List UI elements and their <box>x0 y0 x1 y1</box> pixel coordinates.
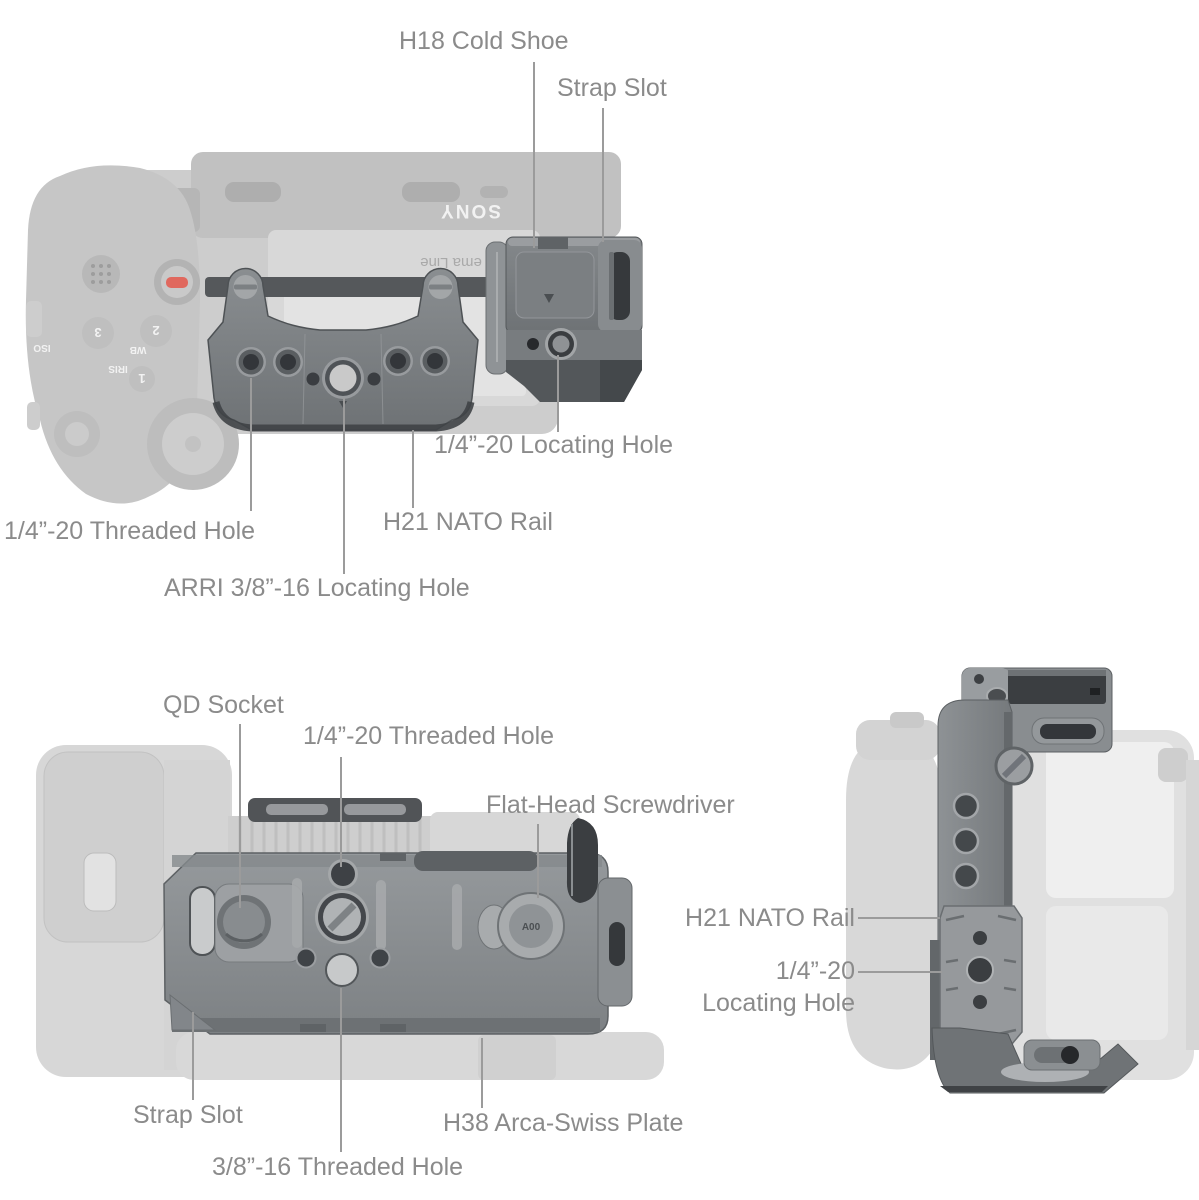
back-view-cold-shoe-bracket <box>485 236 643 402</box>
plate-end-cap <box>597 877 633 1007</box>
leader-flat-head-screwdriver <box>537 824 539 898</box>
svg-text:3: 3 <box>94 325 101 340</box>
baseplate-small-hole-right <box>367 372 381 386</box>
plate-small-hole-left <box>295 947 317 969</box>
label-strap-slot-top: Strap Slot <box>557 74 667 102</box>
leader-quarter20-locating-hole <box>557 355 559 432</box>
plate-strap-slot-right <box>609 922 625 966</box>
cage-bottom-foot <box>931 1027 1139 1094</box>
label-flat-head-screwdriver: Flat-Head Screwdriver <box>486 791 735 819</box>
svg-text:WB: WB <box>130 344 147 355</box>
svg-text:2: 2 <box>152 323 159 338</box>
cinema-line-marking: ema Line <box>420 254 482 271</box>
leader-qd-socket <box>239 724 241 908</box>
label-three-eighths-threaded: 3/8”-16 Threaded Hole <box>212 1153 464 1181</box>
cold-shoe-face <box>515 251 595 319</box>
bracket-locating-hole <box>527 328 577 360</box>
cage-side-holes <box>952 792 980 890</box>
screwdriver-code: A00 <box>522 922 541 933</box>
camera-buttons-ghost: 3 2 1 <box>82 315 172 392</box>
label-h21-nato-rail: H21 NATO Rail <box>383 508 553 536</box>
viewfinder-slot-ghost <box>83 852 117 912</box>
label-side-quarter20: 1/4”-20 <box>775 957 855 985</box>
leader-strap-slot-top <box>602 108 604 242</box>
cage-side-screw <box>994 746 1034 786</box>
label-quarter20-threaded-hole: 1/4”-20 Threaded Hole <box>4 517 256 545</box>
label-side-h21-nato-rail: H21 NATO Rail <box>685 904 855 932</box>
label-h38-arca-swiss-plate: H38 Arca-Swiss Plate <box>443 1109 684 1137</box>
leader-quarter20-threaded-hole <box>250 378 252 511</box>
baseplate-threaded-holes <box>236 346 450 377</box>
leader-arri-locating-hole <box>343 398 345 574</box>
plate-small-hole-right <box>369 947 391 969</box>
label-qd-socket: QD Socket <box>163 691 284 719</box>
cage-cold-shoe <box>1008 670 1106 704</box>
label-h18-cold-shoe: H18 Cold Shoe <box>399 27 569 55</box>
svg-text:ISO: ISO <box>33 342 50 353</box>
nato-rail-hole-bottom <box>973 995 987 1009</box>
center-camera-screw <box>315 890 369 944</box>
camera-speaker-ghost <box>82 255 120 293</box>
bracket-strap-slot <box>598 240 642 332</box>
cage-strap-slot <box>1031 717 1105 745</box>
label-quarter20-locating-hole: 1/4”-20 Locating Hole <box>434 431 674 459</box>
side-view-cage <box>930 667 1139 1094</box>
leader-h38-arca-plate <box>481 1038 483 1108</box>
nato-rail-locating-hole <box>966 956 994 984</box>
leader-side-h21-nato-rail <box>858 917 940 919</box>
back-view-baseplate <box>207 267 479 432</box>
leader-bottom-quarter20-threaded <box>340 757 342 867</box>
camera-button-labels-ghost: ISO WB IRIS <box>33 342 146 374</box>
plate-strap-slot-left <box>189 886 216 956</box>
leader-h18-cold-shoe <box>533 62 535 248</box>
baseplate-ear-screws <box>233 275 453 299</box>
arri-locating-hole <box>322 357 364 408</box>
plate-clamp-screw <box>566 818 598 903</box>
qd-socket <box>214 883 304 963</box>
leader-strap-slot-bottom <box>192 1012 194 1100</box>
plate-quarter20-threaded-hole <box>328 859 358 889</box>
label-strap-slot-bottom: Strap Slot <box>133 1101 243 1129</box>
nato-rail-hole-top <box>973 931 987 945</box>
svg-text:1: 1 <box>138 371 145 386</box>
flat-head-screwdriver: A00 <box>477 892 565 960</box>
three-eighths-threaded-hole <box>325 953 359 987</box>
side-nato-rail <box>939 905 1023 1045</box>
svg-text:IRIS: IRIS <box>108 363 128 374</box>
cage-top-hole-small <box>974 674 984 684</box>
leader-three-eighths-threaded <box>340 988 342 1152</box>
leader-h21-nato-rail <box>412 430 414 508</box>
lens-mount-ghost <box>228 798 434 858</box>
bottom-view-arca-plate: A00 <box>163 818 633 1035</box>
label-bottom-quarter20-threaded: 1/4”-20 Threaded Hole <box>303 722 555 750</box>
baseplate-small-hole-left <box>306 372 320 386</box>
leader-side-locating-hole <box>858 971 942 973</box>
label-arri-locating-hole: ARRI 3/8”-16 Locating Hole <box>164 574 470 602</box>
label-side-locating-hole: Locating Hole <box>702 989 855 1017</box>
sony-logo: SONY <box>439 200 501 221</box>
rec-button-ghost <box>154 259 200 305</box>
